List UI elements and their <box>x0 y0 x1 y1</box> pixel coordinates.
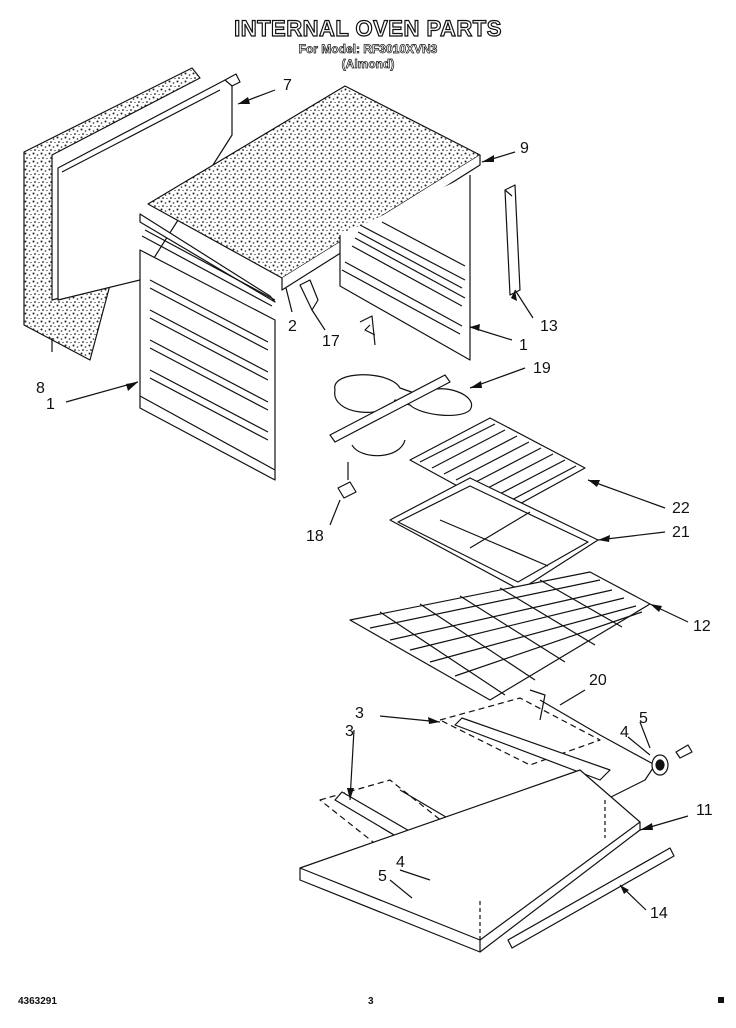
callout-9: 9 <box>520 140 529 157</box>
callout-20: 20 <box>589 672 607 689</box>
callout-14: 14 <box>650 905 668 922</box>
callout-21: 21 <box>672 524 690 541</box>
callout-12: 12 <box>693 618 711 635</box>
side-trim-part-13 <box>504 184 521 296</box>
callout-3-top: 3 <box>355 705 364 722</box>
broil-element-part-19 <box>334 374 473 416</box>
callout-17: 17 <box>322 333 340 350</box>
callout-5-left: 5 <box>378 868 387 885</box>
screw-part-5a <box>675 744 693 759</box>
terminal-block-part-18 <box>337 481 357 499</box>
callout-13: 13 <box>540 318 558 335</box>
side-panel-left-part-1 <box>139 249 276 471</box>
side-panel-right-part-1 <box>339 175 471 361</box>
callout-22: 22 <box>672 500 690 517</box>
callout-2: 2 <box>288 318 297 335</box>
model-line: For Model: RF3010XVN3 <box>298 42 438 57</box>
callout-3-bottom: 3 <box>345 723 354 740</box>
callout-4-right: 4 <box>620 724 629 741</box>
front-trim-part-14 <box>507 847 675 949</box>
liner-top-part-2 <box>139 213 276 303</box>
callout-1-right: 1 <box>519 337 528 354</box>
callout-18: 18 <box>306 528 324 545</box>
shield-bracket-part-3a <box>439 697 601 766</box>
callout-8: 8 <box>36 380 45 397</box>
callout-7: 7 <box>283 77 292 94</box>
callout-11: 11 <box>696 802 713 819</box>
bracket-part-17 <box>299 279 319 311</box>
color-line: (Almond) <box>341 57 395 72</box>
part-number: 4363291 <box>18 996 57 1007</box>
page-title: INTERNAL OVEN PARTS <box>233 15 502 41</box>
callout-5-right: 5 <box>639 710 648 727</box>
insulation-blanket-part-8 <box>23 67 201 361</box>
page-number: 3 <box>368 996 374 1007</box>
corner-mark <box>718 997 724 1003</box>
callout-4-left: 4 <box>396 854 405 871</box>
callout-1-left: 1 <box>46 396 55 413</box>
callout-19: 19 <box>533 360 551 377</box>
